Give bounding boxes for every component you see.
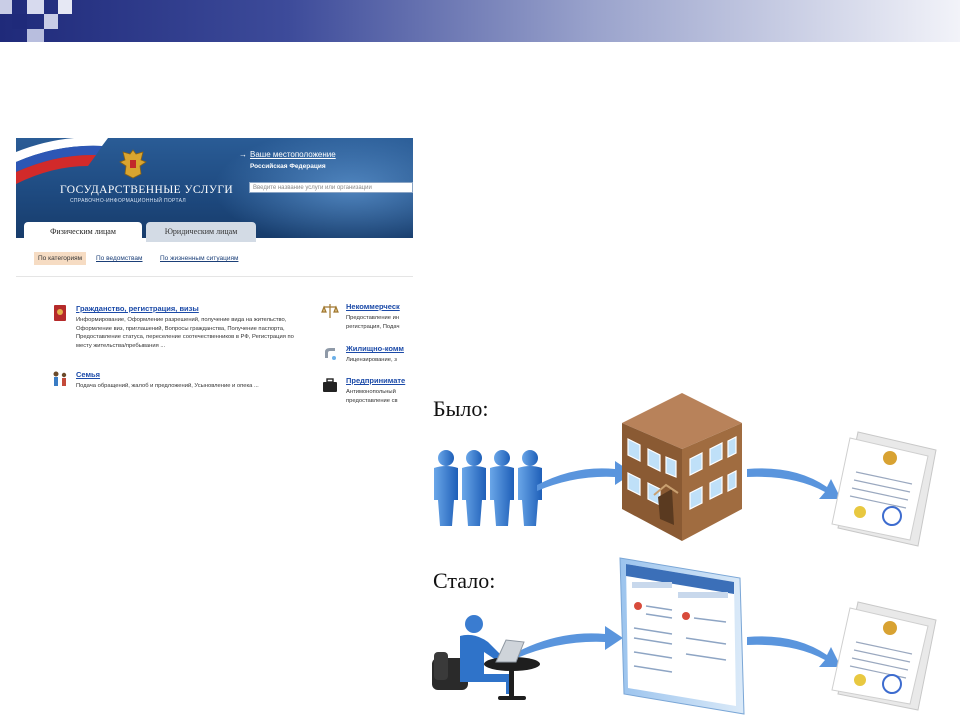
arrow-icon xyxy=(537,461,633,491)
briefcase-icon xyxy=(323,378,337,392)
category-title[interactable]: Семья xyxy=(76,370,101,379)
queue-of-people-icon xyxy=(434,450,542,526)
scales-icon xyxy=(321,304,339,318)
category-item: Жилищно-комм Лицензирование, з xyxy=(321,344,413,364)
decor-square-light xyxy=(27,29,44,42)
decor-square-light xyxy=(0,0,12,14)
category-description: Антимонопольный предоставление св xyxy=(346,389,398,403)
coat-of-arms-icon xyxy=(119,149,147,179)
location-link[interactable]: Ваше местоположение xyxy=(250,150,336,159)
before-label: Было: xyxy=(433,396,489,421)
gosuslugi-portal-screenshot: ГОСУДАРСТВЕННЫЕ УСЛУГИ СПРАВОЧНО-ИНФОРМА… xyxy=(16,138,413,403)
tab-legal-entities[interactable]: Юридическим лицам xyxy=(146,222,256,242)
title-bar-decoration xyxy=(0,0,960,42)
category-item: Предпринимате Антимонопольный предоставл… xyxy=(321,376,413,403)
arrow-icon: → xyxy=(239,150,247,159)
service-search-input[interactable]: Введите название услуги или организации xyxy=(249,182,413,193)
category-description: Лицензирование, з xyxy=(346,357,397,363)
portal-header: ГОСУДАРСТВЕННЫЕ УСЛУГИ СПРАВОЧНО-ИНФОРМА… xyxy=(16,138,413,238)
portal-logo-subtitle: СПРАВОЧНО-ИНФОРМАЦИОННЫЙ ПОРТАЛ xyxy=(70,198,186,204)
tab-individuals[interactable]: Физическим лицам xyxy=(24,222,142,242)
subnav-by-life-situation[interactable]: По жизненным ситуациям xyxy=(160,255,239,262)
category-description: Предоставление ин регистрация, Подач xyxy=(346,315,400,330)
category-description: Информирование, Оформление разрешений, п… xyxy=(76,317,294,349)
decor-square-light xyxy=(58,0,72,14)
category-title[interactable]: Гражданство, регистрация, визы xyxy=(76,304,199,313)
decor-square-light xyxy=(27,0,44,14)
category-item: Некоммерческ Предоставление ин регистрац… xyxy=(321,302,413,332)
certificate-document-icon xyxy=(831,601,937,711)
russian-flag-icon xyxy=(16,138,108,184)
portal-logo-title: ГОСУДАРСТВЕННЫЕ УСЛУГИ xyxy=(60,184,234,196)
decor-square-light xyxy=(44,14,58,29)
category-title[interactable]: Жилищно-комм xyxy=(346,344,404,353)
category-subnav: По категориям По ведомствам По жизненным… xyxy=(16,242,413,277)
subnav-by-category[interactable]: По категориям xyxy=(34,252,87,265)
faucet-icon xyxy=(325,348,336,360)
family-icon xyxy=(53,371,67,386)
passport-icon xyxy=(54,305,66,321)
arrow-icon xyxy=(747,636,841,667)
subnav-by-agency[interactable]: По ведомствам xyxy=(96,255,143,262)
category-title[interactable]: Некоммерческ xyxy=(346,302,400,311)
category-item: Гражданство, регистрация, визы Информиро… xyxy=(51,304,296,364)
government-building-icon xyxy=(622,393,742,541)
website-screen-icon xyxy=(619,557,745,715)
certificate-document-icon xyxy=(831,431,937,547)
category-description: Подача обращений, жалоб и предложений, У… xyxy=(76,383,259,389)
arrow-icon xyxy=(747,468,841,499)
location-value: Российская Федерация xyxy=(250,163,326,170)
decor-square-dark xyxy=(12,14,27,29)
after-label: Стало: xyxy=(433,568,496,593)
category-title[interactable]: Предпринимате xyxy=(346,376,406,385)
person-at-computer-icon xyxy=(432,615,540,700)
arrow-icon xyxy=(517,626,623,658)
category-item: Семья Подача обращений, жалоб и предложе… xyxy=(51,370,321,400)
